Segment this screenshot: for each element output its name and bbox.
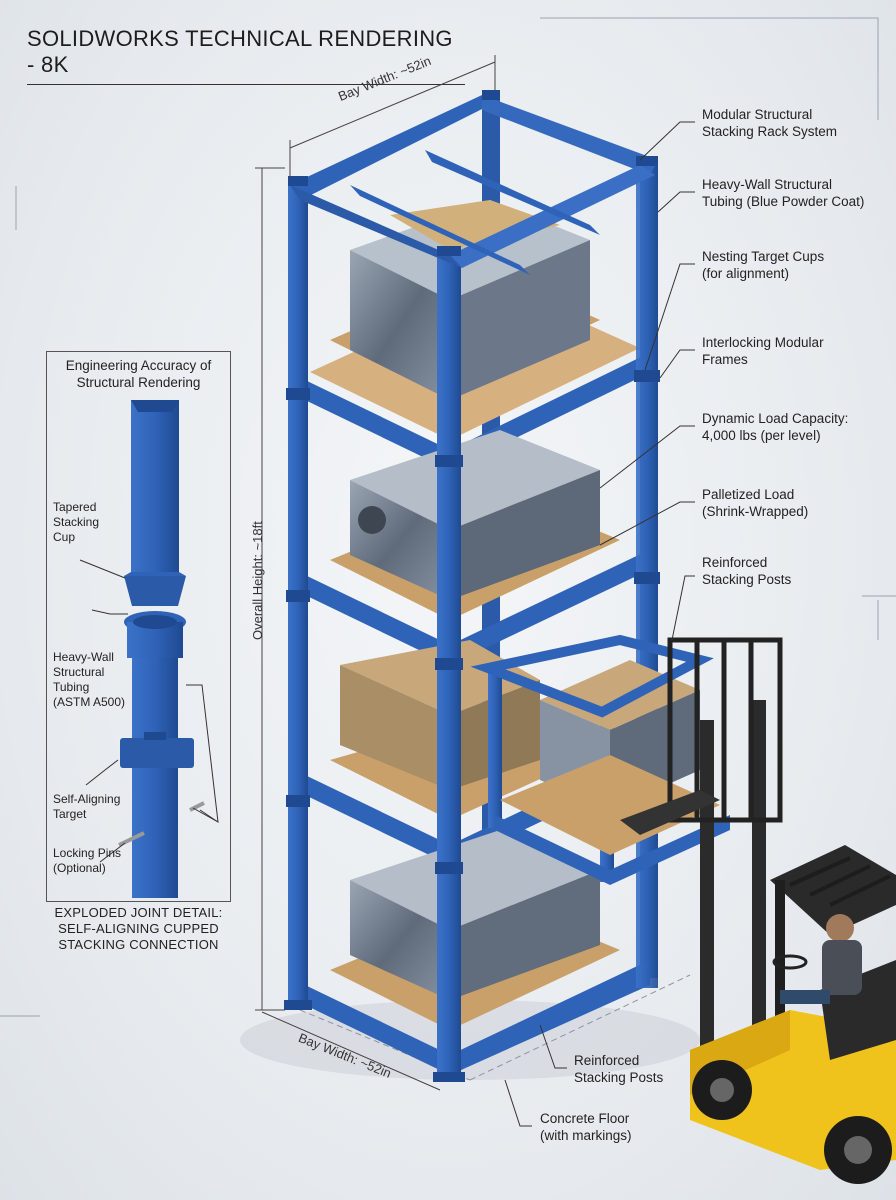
rack-levels — [305, 200, 650, 1075]
inset-caption: EXPLODED JOINT DETAIL: SELF-ALIGNING CUP… — [54, 905, 223, 952]
callout-palletized-load: Palletized Load (Shrink-Wrapped) — [702, 487, 809, 519]
inset-label-locking-pins: Locking Pins (Optional) — [53, 846, 122, 875]
callout-reinforced-posts-upper: Reinforced Stacking Posts — [702, 555, 792, 587]
inset-title: Engineering Accuracy of Structural Rende… — [65, 358, 212, 390]
callout-stacking-rack-system: Modular Structural Stacking Rack System — [702, 107, 838, 139]
inset-label-aligning-target: Self-Aligning Target — [53, 792, 121, 821]
callout-interlocking-frames: Interlocking Modular Frames — [702, 335, 824, 367]
overall-height-label: Overall Height: ~18ft — [250, 521, 265, 640]
dimension-lines — [255, 55, 496, 1091]
callout-nesting-target-cups: Nesting Target Cups (for alignment) — [702, 249, 825, 281]
inset-joint-drawing — [118, 400, 205, 898]
inset-label-structural-tubing: Heavy-Wall Structural Tubing (ASTM A500) — [53, 650, 126, 709]
callout-reinforced-posts-lower: Reinforced Stacking Posts — [574, 1053, 664, 1085]
joint-detail-inset — [46, 351, 231, 902]
callout-concrete-floor: Concrete Floor (with markings) — [540, 1111, 632, 1143]
inset-label-stacking-cup: Tapered Stacking Cup — [53, 500, 100, 544]
lifted-rack-module — [470, 634, 730, 885]
forklift — [620, 637, 896, 1184]
page-title: SOLIDWORKS TECHNICAL RENDERING - 8K — [27, 26, 465, 85]
inset-leaders — [79, 559, 219, 863]
callout-structural-tubing: Heavy-Wall Structural Tubing (Blue Powde… — [702, 177, 865, 209]
callout-load-capacity: Dynamic Load Capacity: 4,000 lbs (per le… — [702, 411, 849, 443]
callout-leaders — [504, 121, 695, 1127]
